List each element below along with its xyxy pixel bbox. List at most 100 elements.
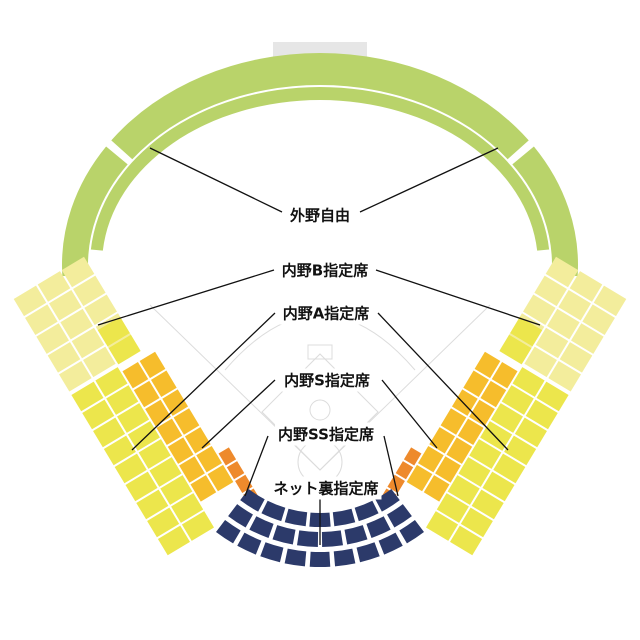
- infield-b-block[interactable]: [534, 275, 567, 307]
- infield-a-block[interactable]: [71, 381, 104, 412]
- infield-b-block[interactable]: [535, 327, 569, 359]
- infield-b-block[interactable]: [559, 342, 593, 373]
- infield-s-block[interactable]: [406, 464, 433, 492]
- backnet-block[interactable]: [284, 508, 308, 527]
- infield-b-block[interactable]: [593, 285, 627, 317]
- outfield-free-seats[interactable]: [62, 52, 578, 277]
- infield-s-block[interactable]: [184, 427, 211, 454]
- infield-ss-block[interactable]: [387, 474, 405, 493]
- infield-s-block[interactable]: [167, 437, 194, 464]
- infield-s-block[interactable]: [173, 408, 200, 435]
- infield-a-block[interactable]: [482, 471, 515, 502]
- infield-a-block[interactable]: [493, 453, 526, 484]
- infield-s-block[interactable]: [417, 445, 444, 473]
- infield-a-block[interactable]: [97, 316, 130, 347]
- infield-a-block[interactable]: [501, 385, 534, 415]
- infield-a-block[interactable]: [471, 489, 504, 520]
- infield-a-block[interactable]: [149, 457, 182, 487]
- infield-a-block[interactable]: [447, 475, 480, 505]
- backnet-block[interactable]: [321, 530, 343, 547]
- backnet-block[interactable]: [354, 500, 379, 522]
- infield-b-block[interactable]: [547, 308, 580, 340]
- infield-a-block[interactable]: [157, 525, 190, 556]
- infield-a-block[interactable]: [490, 403, 523, 433]
- backnet-block[interactable]: [261, 500, 286, 522]
- infield-a-block[interactable]: [499, 334, 532, 365]
- infield-s-block[interactable]: [446, 437, 473, 464]
- infield-a-block[interactable]: [426, 511, 459, 541]
- infield-s-block[interactable]: [207, 464, 234, 492]
- backnet-block[interactable]: [366, 516, 391, 539]
- backnet-block[interactable]: [249, 516, 274, 539]
- infield-ss-block[interactable]: [226, 461, 245, 480]
- infield-s-block[interactable]: [469, 399, 495, 427]
- infield-s-block[interactable]: [480, 380, 507, 408]
- infield-a-block[interactable]: [510, 316, 543, 347]
- infield-b-block[interactable]: [47, 342, 81, 373]
- infield-s-block[interactable]: [150, 370, 177, 397]
- infield-s-block[interactable]: [162, 389, 189, 416]
- infield-b-block[interactable]: [83, 346, 116, 378]
- infield-s-block[interactable]: [435, 456, 461, 483]
- infield-b-block[interactable]: [558, 290, 591, 321]
- backnet-block[interactable]: [297, 530, 319, 547]
- infield-s-block[interactable]: [451, 389, 478, 416]
- infield-b-block[interactable]: [25, 304, 58, 335]
- backnet-block[interactable]: [332, 508, 356, 527]
- infield-s-block[interactable]: [491, 362, 518, 389]
- infield-a-block[interactable]: [512, 367, 545, 397]
- infield-ss-block[interactable]: [395, 461, 414, 480]
- backnet-block[interactable]: [387, 504, 412, 528]
- infield-b-block[interactable]: [545, 256, 579, 288]
- infield-a-block[interactable]: [106, 385, 139, 415]
- infield-b-block[interactable]: [84, 294, 117, 325]
- infield-b-block[interactable]: [59, 361, 92, 392]
- infield-a-block[interactable]: [147, 507, 180, 538]
- infield-s-block[interactable]: [179, 456, 205, 483]
- backnet-block[interactable]: [237, 532, 262, 555]
- infield-s-block[interactable]: [190, 475, 217, 502]
- infield-b-block[interactable]: [73, 275, 106, 307]
- backnet-block[interactable]: [272, 525, 296, 545]
- infield-s-block[interactable]: [133, 380, 160, 408]
- infield-a-block[interactable]: [82, 399, 115, 430]
- infield-s-block[interactable]: [423, 475, 450, 502]
- backnet-block[interactable]: [240, 488, 265, 512]
- infield-s-block[interactable]: [122, 362, 149, 389]
- infield-a-block[interactable]: [125, 471, 158, 502]
- infield-b-block[interactable]: [61, 256, 95, 288]
- backnet-block[interactable]: [344, 525, 368, 545]
- infield-a-block[interactable]: [514, 417, 547, 448]
- infield-a-block[interactable]: [136, 489, 169, 520]
- infield-a-block[interactable]: [536, 381, 569, 412]
- backnet-block[interactable]: [284, 548, 307, 567]
- infield-b-block[interactable]: [524, 346, 557, 378]
- backnet-block[interactable]: [260, 542, 284, 563]
- infield-s-block[interactable]: [474, 351, 501, 379]
- infield-a-block[interactable]: [181, 511, 214, 541]
- infield-a-block[interactable]: [504, 435, 537, 466]
- backnet-block[interactable]: [216, 520, 241, 544]
- infield-b-block[interactable]: [13, 285, 47, 317]
- backnet-seats[interactable]: [216, 488, 424, 568]
- backnet-block[interactable]: [228, 504, 253, 528]
- infield-b-block[interactable]: [71, 327, 105, 359]
- infield-a-block[interactable]: [460, 507, 493, 538]
- infield-a-block[interactable]: [95, 367, 128, 397]
- backnet-block[interactable]: [399, 520, 424, 544]
- infield-s-block[interactable]: [156, 418, 183, 445]
- infield-a-block[interactable]: [450, 525, 483, 556]
- infield-a-block[interactable]: [127, 421, 160, 451]
- infield-a-block[interactable]: [138, 439, 171, 469]
- infield-s-block[interactable]: [440, 408, 467, 435]
- infield-a-block[interactable]: [93, 417, 126, 448]
- infield-b-block[interactable]: [569, 271, 603, 302]
- infield-s-block[interactable]: [463, 370, 490, 397]
- infield-b-block[interactable]: [36, 323, 69, 354]
- outfield-section[interactable]: [62, 146, 128, 277]
- infield-ss-block[interactable]: [218, 447, 237, 466]
- infield-b-block[interactable]: [548, 361, 581, 392]
- infield-s-block[interactable]: [457, 418, 484, 445]
- outfield-section[interactable]: [512, 146, 578, 277]
- infield-a-block[interactable]: [103, 435, 136, 466]
